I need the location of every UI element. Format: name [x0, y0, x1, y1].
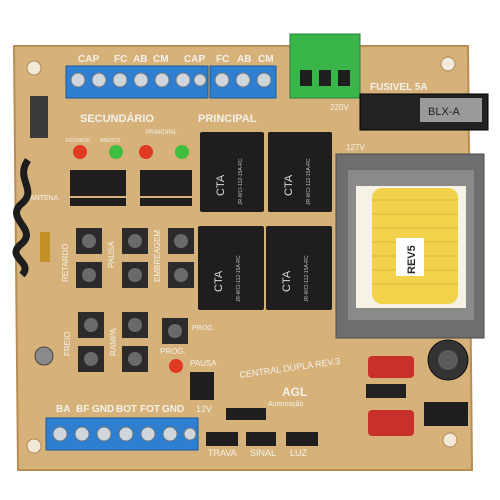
- relay: CTA JR-WCI-112-15A-RC: [266, 226, 332, 310]
- capacitor-red: [368, 356, 414, 378]
- agl-logo-text: AGL: [282, 385, 307, 399]
- svg-text:CTA: CTA: [283, 174, 295, 196]
- svg-text:BF: BF: [76, 404, 89, 415]
- led-green: [109, 145, 123, 159]
- bottom-pin-headers: [206, 408, 318, 446]
- svg-text:REV5: REV5: [406, 245, 418, 274]
- svg-text:GND: GND: [92, 404, 114, 415]
- svg-text:FC: FC: [114, 54, 127, 65]
- svg-text:JR-WCI-112-15A-RC: JR-WCI-112-15A-RC: [236, 255, 242, 302]
- retardo-label: RETARDO: [61, 243, 70, 282]
- terminal-block-bottom: [45, 417, 199, 451]
- prog2-label: PROG.: [160, 347, 186, 356]
- embreagem-label: EMBREAGEM: [153, 230, 162, 282]
- trava-label: TRAVA: [208, 448, 237, 458]
- jumper-header-left: [70, 170, 126, 206]
- trimmer-pot: [34, 346, 54, 366]
- fuse-label: FUSIVEL 5A: [370, 82, 428, 93]
- svg-text:CAP: CAP: [184, 54, 205, 65]
- svg-text:CM: CM: [258, 54, 274, 65]
- terminal-block-green: [289, 33, 361, 99]
- mount-hole: [26, 60, 42, 76]
- mount-hole: [442, 432, 458, 448]
- svg-text:CM: CM: [153, 54, 169, 65]
- led-red: [73, 145, 87, 159]
- svg-text:JR-WCI-112-15A-RC: JR-WCI-112-15A-RC: [306, 158, 312, 205]
- svg-text:BLX-A: BLX-A: [428, 106, 460, 118]
- rampa-label: RAMPA: [109, 327, 118, 356]
- relay: CTA JR-WCI-112-15A-RC: [268, 132, 332, 212]
- capacitor-red: [368, 410, 414, 436]
- svg-text:BA: BA: [56, 404, 70, 415]
- relay: CTA JR-WCI-112-15A-RC: [198, 226, 264, 310]
- bottom-terminal-labels: BA BF GND BOT FOT GND: [56, 404, 184, 415]
- relay: CTA JR-WCI-112-15A-RC: [200, 132, 264, 212]
- svg-text:JR-WCI-112-15A-RC: JR-WCI-112-15A-RC: [238, 158, 244, 205]
- v12-label: 12V: [196, 404, 212, 414]
- freio-label: FREIO: [63, 332, 72, 356]
- jumper-block: [190, 372, 214, 400]
- pin-header-vertical: [40, 232, 50, 262]
- voltage-127-label: 127V: [346, 143, 365, 152]
- ic-chip: [424, 402, 468, 426]
- luz-label: LUZ: [290, 448, 308, 458]
- principal-big-label: PRINCIPAL: [198, 113, 257, 125]
- antenna-coil: [12, 157, 32, 278]
- svg-text:FOT: FOT: [140, 404, 160, 415]
- jumper-header-right: [140, 170, 192, 206]
- mount-hole: [440, 56, 456, 72]
- diode-black: [366, 384, 406, 398]
- prog-label: PROG.: [192, 325, 215, 332]
- led-red: [139, 145, 153, 159]
- transformer: REV5: [335, 153, 485, 339]
- terminal-block-top-left: [65, 65, 209, 99]
- svg-text:GND: GND: [162, 404, 184, 415]
- svg-text:JR-WCI-112-15A-RC: JR-WCI-112-15A-RC: [304, 255, 310, 302]
- led-green: [175, 145, 189, 159]
- led-red-prog: [169, 359, 183, 373]
- terminal-block-top-right: [209, 65, 277, 99]
- push-buttons-upper: [76, 228, 194, 288]
- voltage-220-label: 220V: [330, 103, 349, 112]
- capacitor-top: [438, 350, 458, 370]
- push-buttons-lower: [78, 312, 188, 372]
- fechado-label: FECHADO: [66, 138, 91, 144]
- sinal-label: SINAL: [250, 448, 276, 458]
- svg-text:BOT: BOT: [116, 404, 137, 415]
- fuse-holder: BLX-A: [359, 93, 489, 131]
- secundario-label: SECUNDÁRIO: [80, 112, 154, 125]
- principal-small-label: PRINCIPAL: [146, 130, 178, 136]
- svg-text:CTA: CTA: [281, 270, 293, 292]
- top-terminal-labels: CAP FC AB CM CAP FC AB CM: [78, 54, 274, 65]
- pausa-label: PAUSA: [107, 241, 116, 268]
- svg-text:AB: AB: [133, 54, 147, 65]
- mount-hole: [26, 438, 42, 454]
- svg-text:CTA: CTA: [213, 270, 225, 292]
- automacao-text: Automação: [268, 401, 304, 408]
- svg-text:CTA: CTA: [215, 174, 227, 196]
- svg-text:CAP: CAP: [78, 54, 99, 65]
- svg-text:AB: AB: [237, 54, 251, 65]
- aberto-label: ABERTO: [100, 138, 120, 144]
- pausa2-label: PAUSA: [190, 359, 217, 368]
- rf-module: [30, 96, 48, 138]
- svg-text:FC: FC: [216, 54, 229, 65]
- antenna-label: ANTENA: [30, 195, 59, 202]
